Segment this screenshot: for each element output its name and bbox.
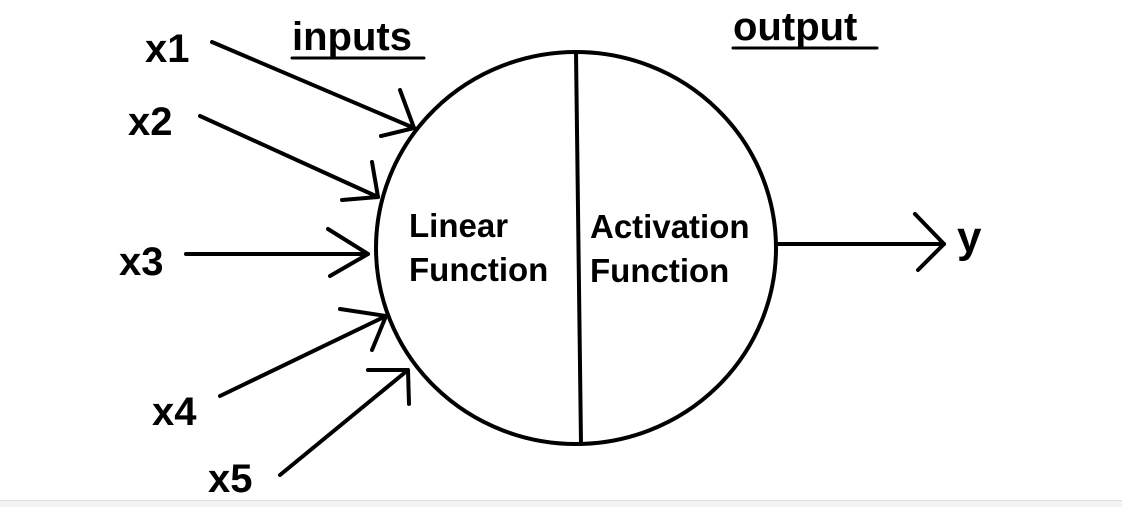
linear-function-label-line2: Function	[409, 251, 548, 288]
bottom-edge-bar	[0, 500, 1122, 507]
input-label-x1: x1	[145, 27, 190, 71]
inputs-header: inputs	[292, 15, 412, 59]
input-arrow-x5	[278, 368, 411, 477]
input-arrow-x3	[184, 227, 370, 278]
activation-function-label-line2: Function	[590, 252, 729, 289]
input-label-x2: x2	[128, 100, 173, 144]
input-label-x4: x4	[152, 390, 197, 434]
output-arrow	[776, 212, 946, 272]
input-label-x5: x5	[208, 457, 253, 501]
output-label-y: y	[957, 213, 982, 262]
input-arrow-x2	[198, 114, 380, 202]
input-arrow-x1	[210, 40, 416, 138]
neuron-divider	[574, 50, 583, 446]
input-arrow-x4	[218, 307, 388, 398]
activation-function-label-line1: Activation	[590, 208, 750, 245]
output-header: output	[733, 5, 857, 49]
input-label-x3: x3	[119, 240, 164, 284]
linear-function-label-line1: Linear	[409, 207, 508, 244]
